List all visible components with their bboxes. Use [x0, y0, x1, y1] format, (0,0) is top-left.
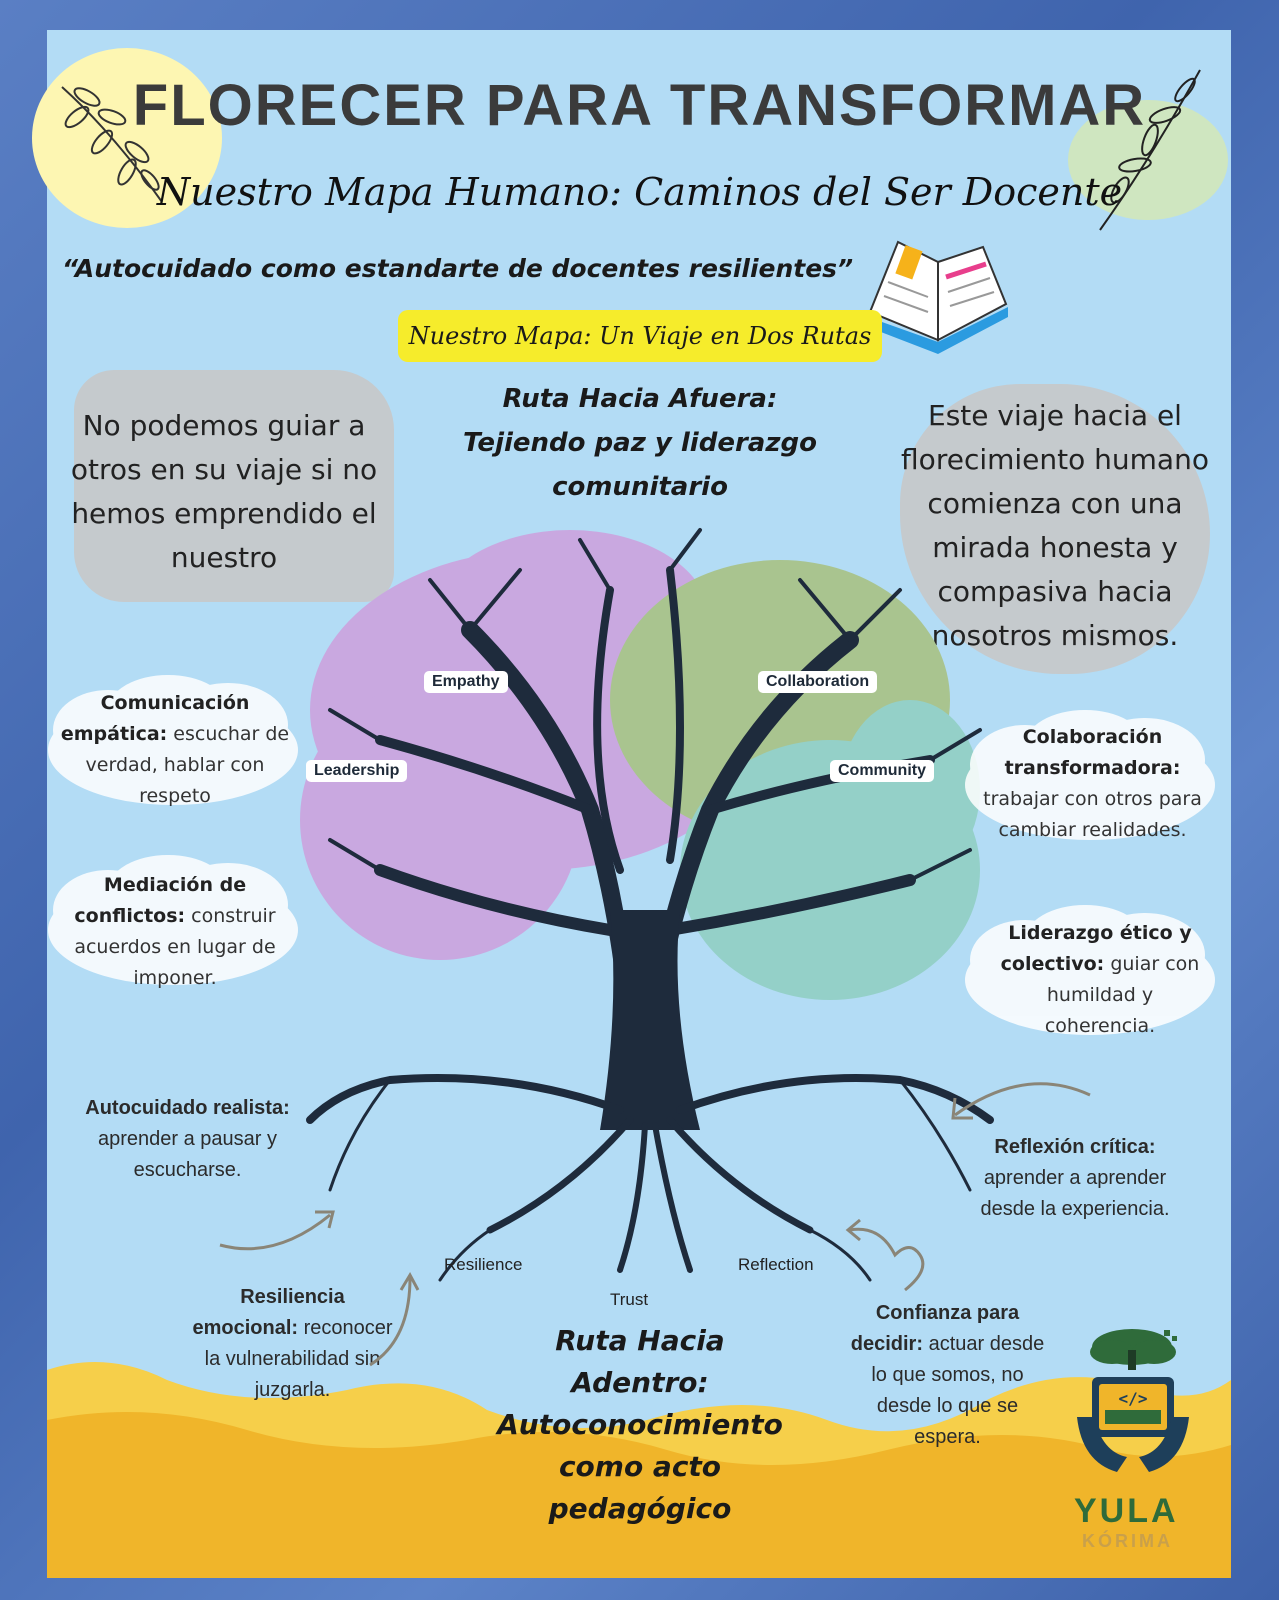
cloud-colaboracion-text: trabajar con otros para cambiar realidad… [983, 788, 1202, 841]
cloud-liderazgo-text: guiar con humildad y coherencia. [1044, 953, 1200, 1037]
cloud-shape [48, 675, 298, 805]
route-out-heading: Ruta Hacia Afuera: Tejiendo paz y lidera… [430, 377, 850, 509]
arrow-icon [845, 1218, 925, 1292]
tag-empathy: Empathy [424, 671, 508, 693]
route-in-line2: Adentro: [571, 1366, 709, 1399]
note-confianza-bold: Confianza para decidir: [850, 1302, 1020, 1355]
cloud-mediacion: Mediación de conflictos: construir acuer… [60, 870, 290, 994]
note-reflexion-bold: Reflexión crítica: [994, 1136, 1156, 1158]
right-box-text: Este viaje hacia el florecimiento humano… [901, 399, 1209, 652]
note-autocuidado-text: aprender a pausar y escucharse. [97, 1128, 277, 1181]
route-in-line5: pedagógico [548, 1492, 732, 1525]
cloud-colaboracion: Colaboración transformadora: trabajar co… [975, 722, 1210, 846]
leaf-branch-icon [1099, 69, 1201, 231]
tree-illustration [300, 528, 994, 1282]
note-resiliencia: Resiliencia emocional: reconocer la vuln… [185, 1282, 400, 1406]
route-in-heading: Ruta Hacia Adentro: Autoconocimiento com… [470, 1320, 810, 1530]
banner: Nuestro Mapa: Un Viaje en Dos Rutas [398, 310, 882, 362]
note-autocuidado: Autocuidado realista: aprender a pausar … [80, 1093, 295, 1186]
left-grey-box [74, 370, 394, 602]
cloud-mediacion-bold: Mediación de conflictos: [74, 874, 247, 927]
cloud-shape [965, 710, 1215, 840]
cloud-comunicacion-text: escuchar de verdad, hablar con respeto [85, 723, 290, 807]
note-confianza-text: actuar desde lo que somos, no desde lo q… [871, 1333, 1045, 1448]
logo-sub: KÓRIMA [1082, 1531, 1173, 1551]
quote: “Autocuidado como estandarte de docentes… [62, 254, 854, 283]
root-label-resilience: Resilience [444, 1255, 523, 1274]
arrow-icon [219, 1210, 335, 1251]
route-in-line4: como acto [558, 1450, 722, 1483]
root-label-reflection: Reflection [738, 1255, 814, 1274]
yellow-blob [32, 48, 222, 228]
roots [306, 1074, 994, 1282]
route-in-line1: Ruta Hacia [555, 1324, 725, 1357]
arrow-icon [369, 1271, 420, 1367]
root-label-trust: Trust [610, 1290, 649, 1309]
tree-logo-icon: </> [1077, 1329, 1189, 1472]
cloud-shape [48, 855, 298, 985]
leaf-branch-icon [61, 86, 163, 203]
note-autocuidado-bold: Autocuidado realista: [85, 1097, 290, 1119]
page-subtitle: Nuestro Mapa Humano: Caminos del Ser Doc… [156, 170, 1123, 214]
route-in-line3: Autoconocimiento [497, 1408, 783, 1441]
right-grey-box [900, 384, 1210, 674]
note-reflexion-text: aprender a aprender desde la experiencia… [980, 1167, 1170, 1220]
svg-text:</>: </> [1119, 1389, 1148, 1408]
cloud-shape [965, 905, 1215, 1035]
cloud-comunicacion: Comunicación empática: escuchar de verda… [60, 688, 290, 812]
open-book-icon [868, 240, 1008, 354]
cloud-liderazgo-bold: Liderazgo ético y colectivo: [1000, 922, 1192, 975]
note-resiliencia-text: reconocer la vulnerabilidad sin juzgarla… [204, 1317, 393, 1401]
note-resiliencia-bold: Resiliencia emocional: [192, 1286, 345, 1339]
arrow-icon [951, 1082, 1091, 1120]
route-out-line1: Ruta Hacia Afuera: [502, 384, 778, 414]
tag-leadership: Leadership [306, 760, 408, 782]
ground [47, 1362, 1231, 1578]
trunk [600, 910, 700, 1130]
tag-community: Community [830, 760, 934, 782]
cloud-colaboracion-bold: Colaboración transformadora: [1004, 726, 1181, 779]
route-out-line3: comunitario [552, 472, 728, 502]
page-title: FLORECER PARA TRANSFORMAR [132, 73, 1147, 138]
tag-collaboration: Collaboration [758, 671, 878, 693]
logo-name: YULA [1074, 1492, 1179, 1530]
left-box-text: No podemos guiar a otros en su viaje si … [70, 409, 378, 574]
cloud-liderazgo: Liderazgo ético y colectivo: guiar con h… [990, 918, 1210, 1042]
cloud-comunicacion-bold: Comunicación empática: [60, 692, 250, 745]
cloud-mediacion-text: construir acuerdos en lugar de imponer. [74, 905, 276, 989]
note-reflexion: Reflexión crítica: aprender a aprender d… [970, 1132, 1180, 1225]
route-out-line2: Tejiendo paz y liderazgo [463, 428, 817, 458]
note-confianza: Confianza para decidir: actuar desde lo … [845, 1298, 1050, 1453]
